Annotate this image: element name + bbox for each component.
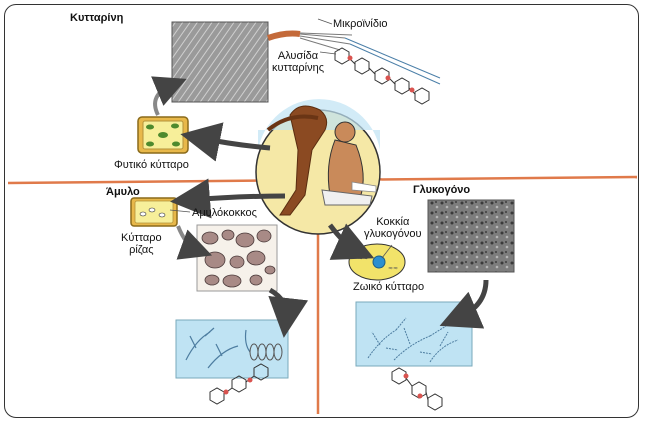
glycogen-glucose-chain <box>391 367 443 411</box>
arrow-to-plant-cell <box>180 122 271 162</box>
tree-trunk <box>279 105 328 216</box>
fibre-bundle <box>267 30 301 41</box>
person-head <box>334 121 356 143</box>
paper-icon <box>351 181 377 193</box>
central-scene <box>255 99 381 235</box>
arrow-to-animal-cell <box>328 223 375 260</box>
section-title-cellulose: Κυτταρίνη <box>70 12 124 24</box>
arrow-to-starch-chain <box>268 287 309 338</box>
svg-text:≈≈: ≈≈ <box>358 255 368 262</box>
label-root-cell: Κύτταρο ρίζας <box>121 232 162 256</box>
glycogen-section: ≈≈ ≈≈ <box>328 199 515 411</box>
section-title-starch: Άμυλο <box>106 186 140 198</box>
label-glycogen-granules: Κοκκία γλυκογόνου <box>364 216 422 240</box>
label-cellulose-chain: Αλυσίδα κυτταρίνης <box>272 50 325 74</box>
label-plant-cell: Φυτικό κύτταρο <box>114 159 189 171</box>
arrow-to-glycogen-chain <box>439 279 489 329</box>
label-animal-cell: Ζωικό κύτταρο <box>353 281 425 293</box>
svg-text:≈≈: ≈≈ <box>388 265 398 272</box>
cellulose-section <box>137 18 441 162</box>
arrow-to-root-cell <box>170 178 286 219</box>
nucleus-icon <box>372 255 386 269</box>
section-title-glycogen: Γλυκογόνο <box>413 184 471 196</box>
arrow-to-starch-micrograph <box>176 225 213 260</box>
label-microfibril: Μικροϊνίδιο <box>333 18 388 30</box>
glycogen-micrograph <box>427 199 515 273</box>
starch-section <box>130 178 309 405</box>
cellulose-micrograph <box>171 21 269 103</box>
label-amyloplast: Αμυλόκοκκος <box>192 207 257 219</box>
arrow-to-micrograph <box>151 76 187 116</box>
amylose-helix <box>249 343 283 361</box>
